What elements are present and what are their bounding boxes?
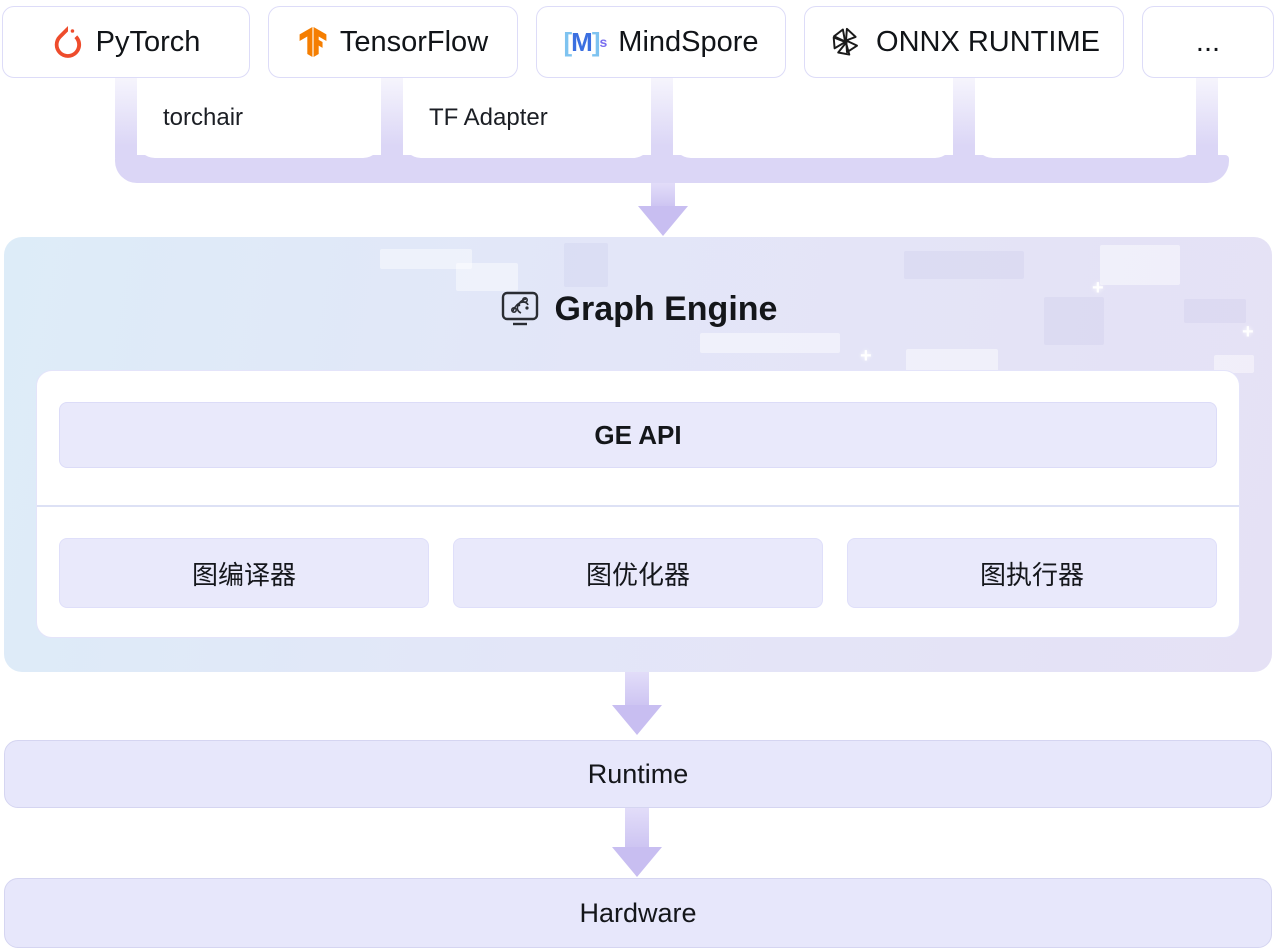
framework-label: PyTorch [95, 25, 201, 58]
onnx-pinwheel-icon [828, 24, 864, 60]
ge-api-label: GE API [594, 419, 682, 450]
connector-strip-onnx [953, 78, 975, 158]
adapter-plate-empty-2 [975, 78, 1196, 158]
ge-api-box: GE API [59, 402, 1217, 468]
graph-engine-title: Graph Engine [554, 289, 778, 328]
mindspore-icon: [M]s [563, 26, 607, 58]
graph-engine-modules: 图编译器 图优化器 图执行器 [59, 538, 1217, 608]
module-graph-compiler: 图编译器 [59, 538, 429, 608]
panel-divider [37, 505, 1239, 507]
graph-engine-section: + + + Graph Engine [4, 237, 1272, 672]
hardware-layer: Hardware [4, 878, 1272, 948]
framework-box-more: ... [1142, 6, 1274, 78]
adapter-plate-empty-1 [673, 78, 953, 158]
adapter-plate-tf-adapter: TF Adapter [403, 78, 651, 158]
mindspore-bracket-open: [ [563, 26, 572, 57]
runtime-label: Runtime [587, 758, 689, 789]
framework-box-tensorflow: TensorFlow [268, 6, 518, 78]
arrow-head-icon [612, 705, 662, 735]
framework-label: ONNX RUNTIME [876, 25, 1100, 58]
framework-box-onnx-runtime: ONNX RUNTIME [804, 6, 1124, 78]
adapter-plate-torchair: torchair [137, 78, 381, 158]
framework-box-mindspore: [M]s MindSpore [536, 6, 786, 78]
mindspore-m: M [571, 26, 593, 57]
mosaic-tile [904, 251, 1024, 279]
arrow-head-icon [638, 206, 688, 236]
arrow-tail [625, 672, 649, 706]
framework-box-pytorch: PyTorch [2, 6, 250, 78]
module-label: 图优化器 [585, 559, 690, 590]
connector-strip-pytorch [115, 78, 137, 158]
framework-label: MindSpore [618, 25, 759, 58]
module-label: 图执行器 [979, 559, 1084, 590]
mosaic-tile [1100, 245, 1180, 285]
framework-label: TensorFlow [339, 25, 489, 58]
graph-engine-title-row: Graph Engine [4, 289, 1272, 329]
mindspore-sup-s: s [599, 34, 607, 50]
arrow-head-icon [612, 847, 662, 877]
mosaic-tile [456, 263, 518, 291]
sparkle-icon: + [860, 345, 872, 367]
sparkle-icon: + [1242, 321, 1254, 343]
runtime-layer: Runtime [4, 740, 1272, 808]
tensorflow-icon [298, 26, 328, 58]
graph-engine-panel: GE API 图编译器 图优化器 图执行器 [36, 370, 1240, 638]
graph-engine-monitor-icon [499, 289, 541, 329]
module-graph-optimizer: 图优化器 [453, 538, 823, 608]
arrow-tail [625, 808, 649, 848]
mosaic-tile [1044, 297, 1104, 345]
arrow-tail [651, 183, 675, 207]
mosaic-tile [380, 249, 472, 269]
connector-merge-band [115, 155, 1229, 183]
connector-strip-more [1196, 78, 1218, 158]
connector-strip-mindspore [651, 78, 673, 158]
adapter-label: TF Adapter [429, 104, 548, 131]
mosaic-tile [564, 243, 608, 287]
more-frameworks-ellipsis: ... [1195, 25, 1221, 58]
mosaic-tile [700, 333, 840, 353]
mindspore-bracket-close: ] [591, 26, 601, 57]
module-graph-executor: 图执行器 [847, 538, 1217, 608]
sparkle-icon: + [1092, 277, 1104, 299]
connector-strip-tensorflow [381, 78, 403, 158]
hardware-label: Hardware [579, 897, 697, 928]
adapter-label: torchair [163, 104, 244, 131]
pytorch-flame-icon [52, 26, 84, 58]
mosaic-tile [1184, 299, 1246, 323]
module-label: 图编译器 [191, 559, 296, 590]
mosaic-tile [1214, 355, 1254, 373]
